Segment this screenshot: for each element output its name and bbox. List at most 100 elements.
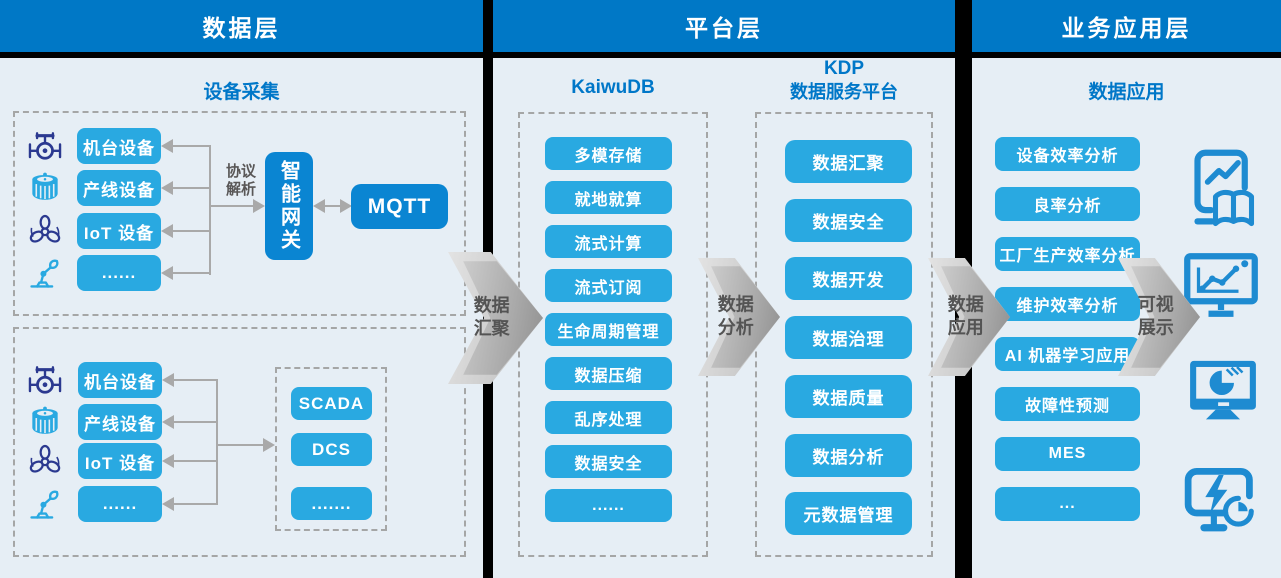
pie-chart-monitor-icon <box>1184 356 1262 434</box>
app-item: 良率分析 <box>995 187 1140 221</box>
device-node: 产线设备 <box>77 170 161 206</box>
arrowhead-icon <box>313 199 325 213</box>
connector <box>173 230 211 232</box>
flow-label-line: 分析 <box>717 318 754 338</box>
kaiwudb-item: 生命周期管理 <box>545 313 672 346</box>
fan-icon <box>26 212 64 250</box>
connector <box>174 421 218 423</box>
app-item: AI 机器学习应用 <box>995 337 1140 371</box>
arrowhead-icon <box>253 199 265 213</box>
device-node: ...... <box>78 486 162 522</box>
system-node: SCADA <box>291 387 372 420</box>
flow-label-line: 展示 <box>1137 318 1174 338</box>
protocol-note-line2: 解析 <box>226 181 257 198</box>
robot-arm-icon <box>26 485 64 523</box>
app-item: 设备效率分析 <box>995 137 1140 171</box>
arrowhead-icon <box>162 454 174 468</box>
device-node: 机台设备 <box>77 128 161 164</box>
connector <box>174 379 218 381</box>
gateway-node: 智能网关 <box>265 152 313 260</box>
flow-arrow-data-analyze: 数据 分析 <box>698 258 780 376</box>
device-node: 机台设备 <box>78 362 162 398</box>
kdp-item: 数据汇聚 <box>785 140 912 183</box>
arrowhead-icon <box>161 181 173 195</box>
app-item: ... <box>995 487 1140 521</box>
kdp-item: 数据开发 <box>785 257 912 300</box>
flow-label-line: 应用 <box>947 318 984 338</box>
device-node: IoT 设备 <box>78 443 162 479</box>
connector <box>173 272 211 274</box>
device-collect-title: 设备采集 <box>203 82 280 103</box>
flow-label-line: 数据 <box>947 294 984 315</box>
kdp-title-line2: 数据服务平台 <box>790 81 898 102</box>
mqtt-node: MQTT <box>351 184 448 229</box>
kdp-title: KDP 数据服务平台 <box>755 57 933 103</box>
connector <box>174 460 218 462</box>
arrowhead-icon <box>340 199 352 213</box>
device-node: ...... <box>77 255 161 291</box>
scada-group-box <box>275 367 387 531</box>
kaiwudb-item: 流式订阅 <box>545 269 672 302</box>
connector-trunk <box>216 379 218 505</box>
connector <box>323 205 343 207</box>
system-node: ....... <box>291 487 372 520</box>
app-item: 工厂生产效率分析 <box>995 237 1140 271</box>
flow-label: 可视 展示 <box>1125 294 1187 341</box>
kdp-item: 数据治理 <box>785 316 912 359</box>
device-node: 产线设备 <box>78 404 162 440</box>
connector <box>173 187 211 189</box>
data-app-title: 数据应用 <box>1088 82 1165 103</box>
gateway-label: 智能网关 <box>277 160 300 252</box>
kaiwudb-item: 数据安全 <box>545 445 672 478</box>
flow-arrow-data-aggregate: 数据 汇聚 <box>448 252 543 384</box>
connector <box>210 205 254 207</box>
flow-arrow-visualize: 可视 展示 <box>1118 258 1200 376</box>
kaiwudb-item: 乱序处理 <box>545 401 672 434</box>
kaiwudb-title: KaiwuDB <box>571 77 655 98</box>
kdp-title-line1: KDP <box>823 58 865 79</box>
flow-label-line: 汇聚 <box>473 319 510 339</box>
flow-label-line: 数据 <box>473 295 510 316</box>
app-item: MES <box>995 437 1140 471</box>
header-application-layer-label: 业务应用层 <box>1061 15 1192 41</box>
kaiwudb-item: 流式计算 <box>545 225 672 258</box>
protocol-note: 协议 解析 <box>226 163 256 199</box>
flow-label: 数据 分析 <box>705 294 767 341</box>
kdp-item: 数据质量 <box>785 375 912 418</box>
system-node: DCS <box>291 433 372 466</box>
tank-icon <box>26 403 64 441</box>
line-chart-monitor-icon <box>1180 250 1262 320</box>
flow-label: 数据 应用 <box>935 294 997 341</box>
arrowhead-icon <box>162 497 174 511</box>
connector <box>173 145 211 147</box>
kaiwudb-item: 多模存储 <box>545 137 672 170</box>
arrowhead-icon <box>161 139 173 153</box>
flow-arrow-data-apply: 数据 应用 <box>928 258 1010 376</box>
connector <box>217 444 263 446</box>
header-platform-layer: 平台层 <box>493 0 955 52</box>
kdp-item: 元数据管理 <box>785 492 912 535</box>
arrowhead-icon <box>161 224 173 238</box>
robot-arm-icon <box>26 254 64 292</box>
flow-label-line: 数据 <box>717 294 754 315</box>
app-item: 故障性预测 <box>995 387 1140 421</box>
header-data-layer: 数据层 <box>0 0 483 52</box>
kdp-item: 数据安全 <box>785 199 912 242</box>
app-item: 维护效率分析 <box>995 287 1140 321</box>
arrowhead-icon <box>162 373 174 387</box>
arrowhead-icon <box>263 438 275 452</box>
fan-icon <box>26 442 64 480</box>
protocol-note-line1: 协议 <box>226 163 257 180</box>
flow-label-line: 可视 <box>1137 294 1174 315</box>
tank-icon <box>26 169 64 207</box>
header-data-layer-label: 数据层 <box>202 15 281 41</box>
arrowhead-icon <box>162 415 174 429</box>
header-platform-layer-label: 平台层 <box>685 15 763 41</box>
kaiwudb-item: 数据压缩 <box>545 357 672 390</box>
flow-label: 数据 汇聚 <box>456 295 528 342</box>
valve-icon <box>26 127 64 165</box>
device-node: IoT 设备 <box>77 213 161 249</box>
kdp-item: 数据分析 <box>785 434 912 477</box>
energy-monitor-icon <box>1180 464 1260 540</box>
